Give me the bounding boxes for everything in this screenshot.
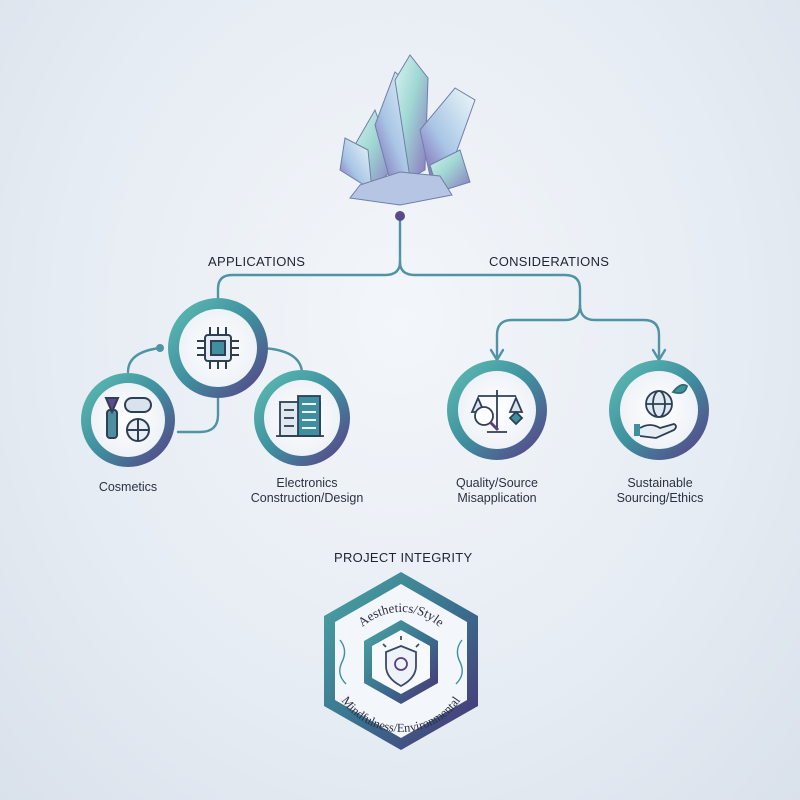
project-integrity-heading: PROJECT INTEGRITY: [334, 550, 473, 565]
electronics-node: [168, 298, 268, 398]
crystal-anchor-dot: [395, 211, 405, 221]
cosmetics-icon: [104, 397, 152, 442]
quality-node: [447, 360, 547, 460]
sustainable-label: Sustainable Sourcing/Ethics: [616, 476, 704, 505]
globe-hand-icon: [634, 383, 689, 439]
considerations-heading: CONSIDERATIONS: [489, 254, 610, 269]
crystal-icon: [339, 54, 476, 206]
microchip-icon: [197, 327, 239, 369]
integrity-badge: Aesthetics/Style Mindfulness/Environment…: [324, 572, 478, 750]
applications-heading: APPLICATIONS: [208, 254, 306, 269]
cosmetics-node: [81, 373, 175, 467]
quality-label: Quality/Source Misapplication: [456, 476, 538, 505]
construction-node: [254, 370, 350, 466]
scale-magnifier-icon: [470, 390, 524, 433]
sustainable-node: [609, 360, 709, 460]
connector-dot: [156, 344, 164, 352]
cosmetics-label: Cosmetics: [98, 480, 158, 494]
construction-label: Electronics Construction/Design: [250, 476, 364, 505]
shield-icon: [382, 636, 420, 688]
building-icon: [276, 395, 324, 437]
